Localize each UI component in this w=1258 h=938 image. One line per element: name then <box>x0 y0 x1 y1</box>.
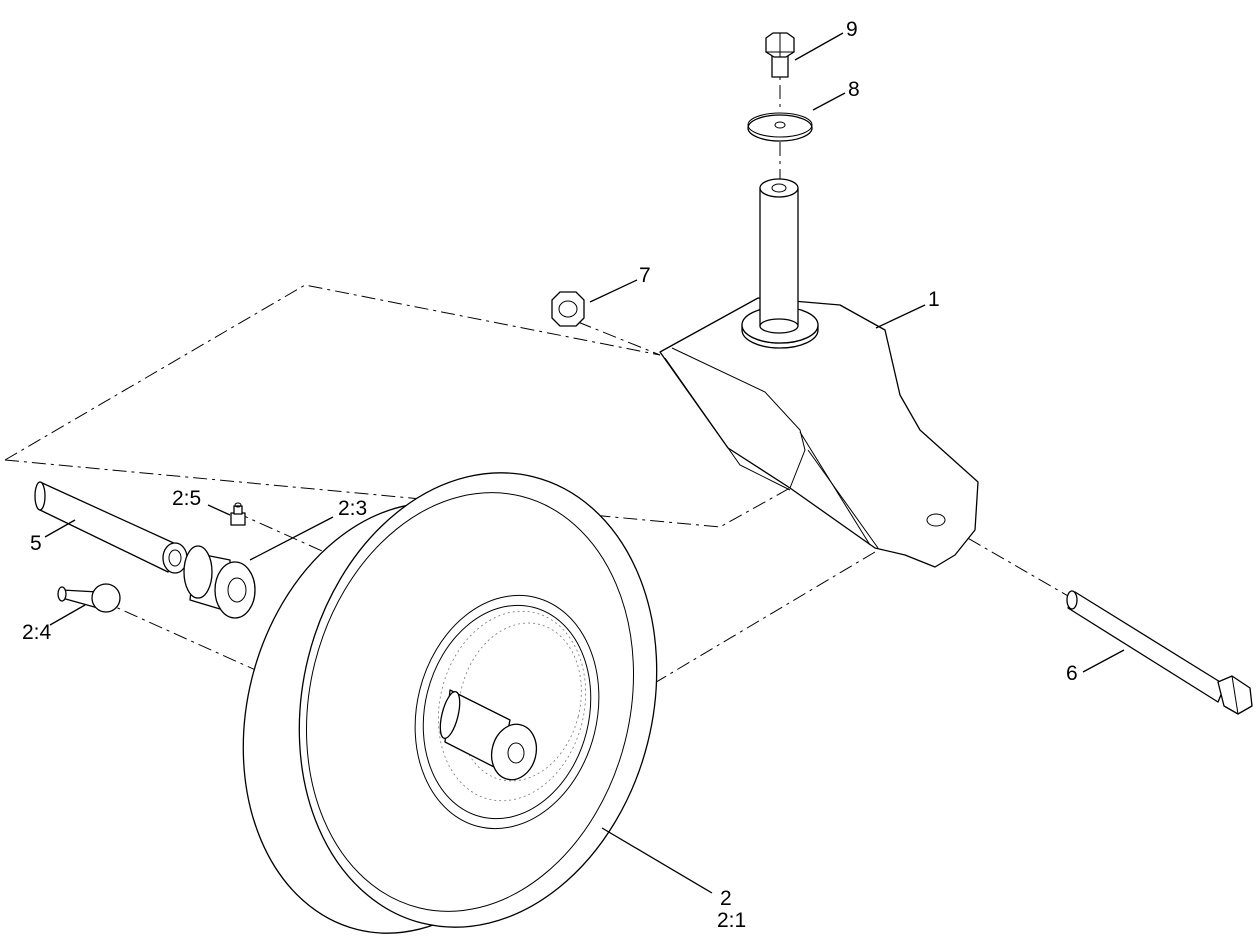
callout-1: 1 <box>928 288 940 311</box>
grease-fitting-part <box>230 502 246 526</box>
leader-lines <box>44 32 1125 894</box>
caster-fork-part <box>659 178 979 568</box>
callout-labels: 9 8 7 1 6 5 2:4 2:5 2:3 2 2:1 <box>22 18 1078 932</box>
bearing-part <box>183 545 256 619</box>
callout-2-5: 2:5 <box>172 487 201 510</box>
axle-bolt-part <box>1066 590 1253 715</box>
callout-5: 5 <box>30 532 42 555</box>
callout-7: 7 <box>639 264 651 287</box>
nut-part <box>551 291 585 327</box>
wheel-bolt-part <box>57 583 121 613</box>
bolt-part <box>765 32 795 78</box>
spacer-tube-part <box>34 481 188 574</box>
callout-8: 8 <box>848 78 860 101</box>
callout-6: 6 <box>1066 662 1078 685</box>
callout-2-4: 2:4 <box>22 621 52 644</box>
washer-part <box>747 112 813 142</box>
callout-2-1: 2:1 <box>717 909 746 932</box>
wheel-part <box>242 472 658 934</box>
callout-2-3: 2:3 <box>338 497 367 520</box>
callout-2: 2 <box>720 887 732 910</box>
callout-9: 9 <box>846 18 858 41</box>
